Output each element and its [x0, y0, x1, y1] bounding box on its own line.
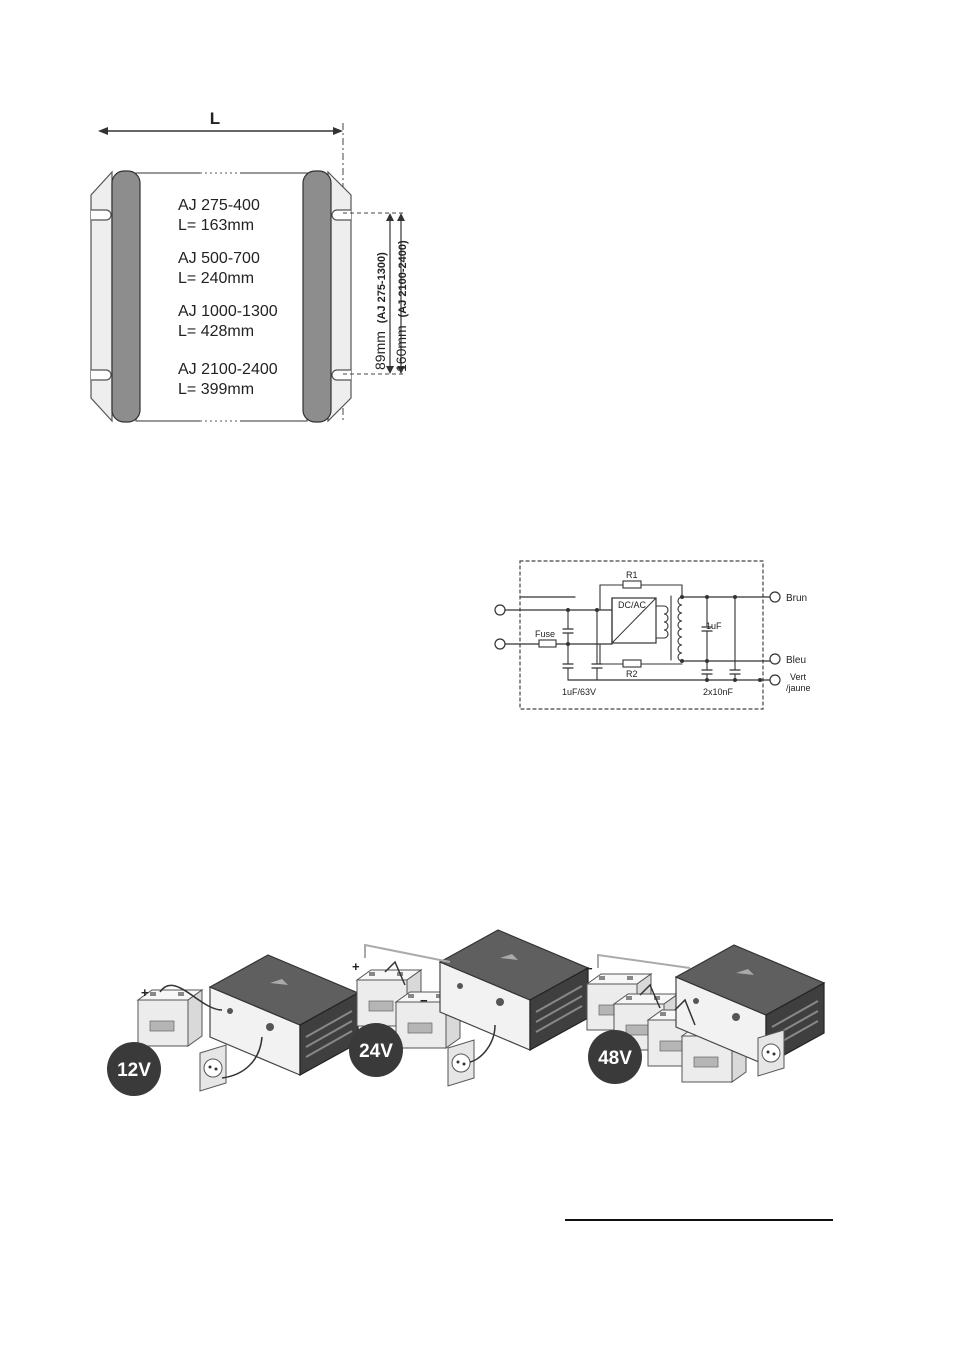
- height-small-models: (AJ 275-1300): [376, 252, 388, 323]
- converter-label: DC/AC: [618, 600, 647, 610]
- mounting-slot-right-top: [332, 210, 351, 220]
- output-terminal-ground: [770, 675, 780, 685]
- cable: [365, 945, 450, 962]
- model-length: L= 399mm: [178, 381, 254, 398]
- junction-dot: [566, 608, 570, 612]
- length-arrowhead-right: [333, 127, 343, 135]
- wall-socket: [758, 1030, 784, 1076]
- model-name: AJ 275-400: [178, 197, 260, 214]
- installation-48v: − 48V: [585, 945, 824, 1084]
- model-length: L= 240mm: [178, 270, 254, 287]
- input-terminal-negative: [495, 639, 505, 649]
- mounting-slot-right-bottom: [332, 370, 351, 380]
- dimension-drawing: L AJ 275-400 L= 163mm AJ 500-700 L= 240m…: [91, 109, 409, 422]
- model-length: L= 163mm: [178, 217, 254, 234]
- heatsink-end-right: [303, 171, 331, 422]
- r2-label: R2: [626, 669, 638, 679]
- model-name: AJ 1000-1300: [178, 303, 278, 320]
- output-label-blue: Bleu: [786, 655, 806, 666]
- junction-dot: [733, 595, 737, 599]
- filter-cap-label: 2x10nF: [703, 687, 734, 697]
- model-name: AJ 500-700: [178, 250, 260, 267]
- voltage-badge-label: 24V: [359, 1041, 393, 1062]
- input-terminal-positive: [495, 605, 505, 615]
- junction-dot: [705, 595, 709, 599]
- output-terminal-brown: [770, 592, 780, 602]
- wall-socket: [448, 1040, 474, 1086]
- inverter-unit: [210, 955, 358, 1075]
- height-large-value: 160mm: [393, 325, 409, 372]
- voltage-badge-label: 12V: [117, 1060, 151, 1081]
- junction-dot: [705, 678, 709, 682]
- length-arrowhead-left: [98, 127, 108, 135]
- junction-dot: [733, 678, 737, 682]
- fuse-symbol: [539, 640, 556, 647]
- output-label-ground-1: Vert: [790, 672, 807, 682]
- wall-socket: [200, 1045, 226, 1091]
- installation-24v: + − 24V: [349, 930, 588, 1086]
- voltage-badge-label: 48V: [598, 1048, 632, 1069]
- transformer-primary: [664, 606, 668, 638]
- input-cap-label: 1uF/63V: [562, 687, 596, 697]
- height-label-large: 160mm (AJ 2100-2400): [393, 240, 409, 372]
- svg-text:89mm (AJ 275-1300): 89mm (AJ 275-1300): [372, 252, 388, 370]
- resistor-r2: [623, 660, 641, 667]
- output-cap-label: 1uF: [706, 621, 722, 631]
- polarity-minus: −: [585, 961, 593, 976]
- inverter-unit: [440, 930, 588, 1050]
- mounting-slot-left-bottom: [91, 370, 111, 380]
- length-label: L: [210, 109, 220, 128]
- junction-dot: [595, 608, 599, 612]
- transformer-secondary: [678, 597, 682, 661]
- output-label-brown: Brun: [786, 593, 807, 604]
- wiring-schematic: Fuse 1uF/63V DC/AC R1 R2: [495, 561, 811, 709]
- installation-illustrations: + 12V + − 24V: [107, 930, 824, 1096]
- junction-dot: [758, 678, 762, 682]
- mounting-slot-left-top: [91, 210, 111, 220]
- resistor-r1: [623, 581, 641, 588]
- height-arrowhead: [386, 213, 394, 221]
- cable: [598, 955, 690, 968]
- polarity-plus: +: [141, 985, 149, 1000]
- output-terminal-blue: [770, 654, 780, 664]
- height-arrowhead: [397, 213, 405, 221]
- polarity-plus: +: [352, 959, 360, 974]
- heatsink-end-left: [112, 171, 140, 422]
- fuse-label: Fuse: [535, 629, 555, 639]
- installation-12v: + 12V: [107, 955, 358, 1096]
- mounting-flange-left: [91, 172, 112, 421]
- model-length: L= 428mm: [178, 323, 254, 340]
- height-large-models: (AJ 2100-2400): [397, 240, 409, 317]
- svg-text:160mm (AJ 2100-2400): 160mm (AJ 2100-2400): [393, 240, 409, 372]
- height-label-small: 89mm (AJ 275-1300): [372, 252, 388, 370]
- model-name: AJ 2100-2400: [178, 361, 278, 378]
- output-label-ground-2: /jaune: [786, 683, 811, 693]
- r1-label: R1: [626, 570, 638, 580]
- polarity-minus: −: [420, 993, 428, 1008]
- height-small-value: 89mm: [372, 331, 388, 370]
- junction-dot: [566, 642, 570, 646]
